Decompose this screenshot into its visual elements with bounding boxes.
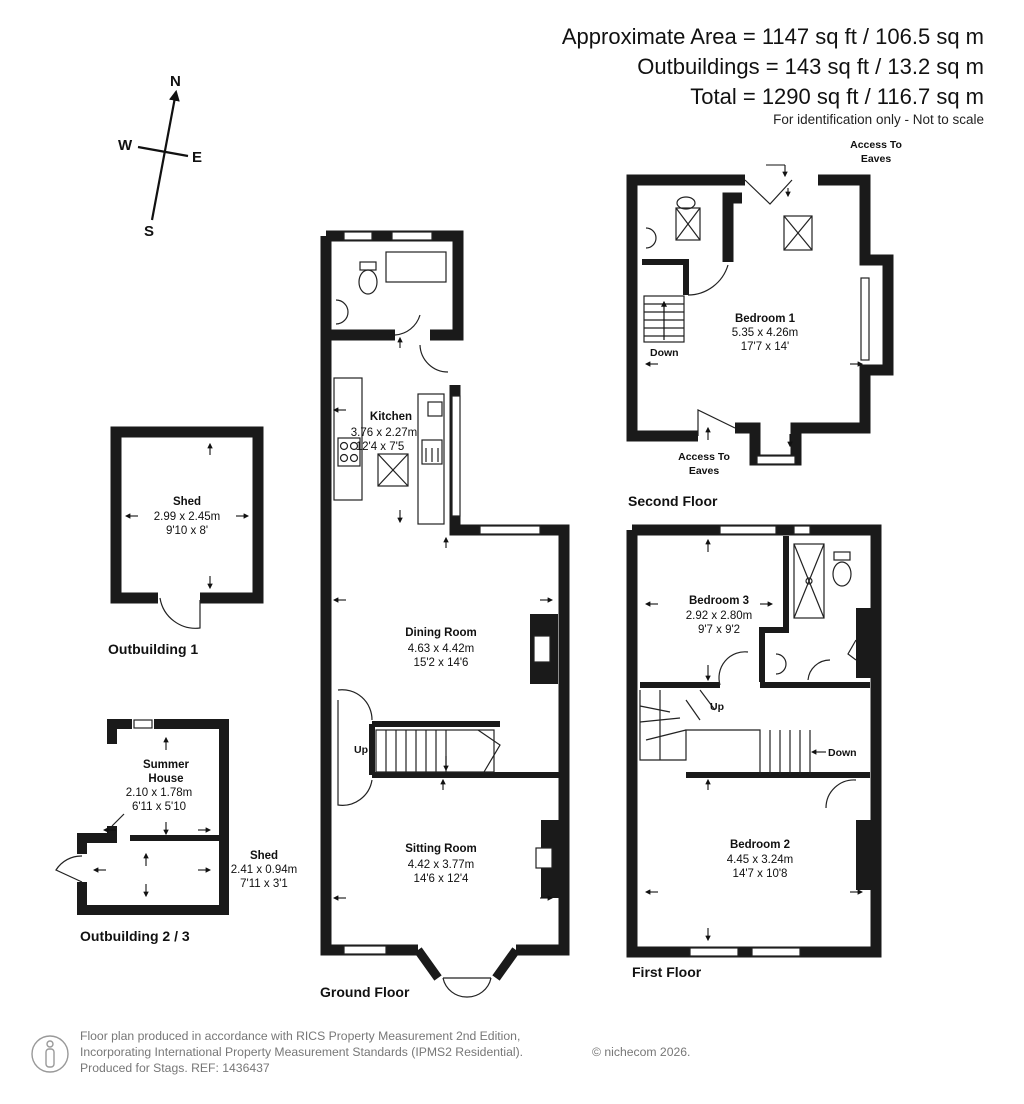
first-floor-details <box>639 525 864 957</box>
second-down-label: Down <box>650 347 679 359</box>
shed1-name: Shed <box>173 496 201 508</box>
approximate-area: Approximate Area = 1147 sq ft / 106.5 sq… <box>561 24 984 49</box>
shed2-imperial: 7'11 x 3'1 <box>240 878 288 890</box>
not-to-scale-note: For identification only - Not to scale <box>773 112 984 127</box>
second-floor-title: Second Floor <box>628 493 718 509</box>
kitchen-metric: 3.76 x 2.27m <box>351 427 417 439</box>
bedroom3-name: Bedroom 3 <box>689 595 749 607</box>
bedroom2-name: Bedroom 2 <box>730 839 790 851</box>
shed1-imperial: 9'10 x 8' <box>166 525 208 537</box>
outbuilding-1-details <box>124 442 250 629</box>
compass-n: N <box>170 73 181 90</box>
summer-imperial: 6'11 x 5'10 <box>132 801 186 813</box>
first-floor-plan <box>626 524 882 958</box>
ground-floor-title: Ground Floor <box>320 984 410 1000</box>
bedroom1-imperial: 17'7 x 14' <box>741 341 790 353</box>
compass-w: W <box>118 137 133 154</box>
room-labels: Kitchen 3.76 x 2.27m 12'4 x 7'5 Dining R… <box>126 313 798 890</box>
outbuilding-23-plan <box>77 719 229 915</box>
kitchen-imperial: 12'4 x 7'5 <box>356 441 405 453</box>
dining-metric: 4.63 x 4.42m <box>408 643 474 655</box>
annotations: Up Down Up Down Access To Eaves Access T… <box>354 139 902 759</box>
second-floor-details <box>643 164 870 465</box>
outbuilding-1-title: Outbuilding 1 <box>108 641 199 657</box>
summer-name-1: Summer <box>143 759 190 771</box>
sitting-imperial: 14'6 x 12'4 <box>414 873 470 885</box>
copyright: © nichecom 2026. <box>592 1045 691 1059</box>
compass-e: E <box>192 149 202 166</box>
footer-line-1: Floor plan produced in accordance with R… <box>80 1029 521 1043</box>
shed2-metric: 2.41 x 0.94m <box>231 864 297 876</box>
ground-floor-details <box>332 231 554 998</box>
ground-up-label: Up <box>354 744 368 756</box>
bedroom2-imperial: 14'7 x 10'8 <box>733 868 788 880</box>
person-scale-icon <box>31 1035 69 1073</box>
kitchen-name: Kitchen <box>370 411 412 423</box>
outbuilding-23-title: Outbuilding 2 / 3 <box>80 928 190 944</box>
eaves-bottom-line2: Eaves <box>689 465 720 477</box>
dining-name: Dining Room <box>405 627 477 639</box>
bedroom1-name: Bedroom 1 <box>735 313 796 325</box>
bedroom3-imperial: 9'7 x 9'2 <box>698 624 740 636</box>
second-floor-plan <box>626 174 894 466</box>
summer-name-2: House <box>148 773 183 785</box>
sitting-metric: 4.42 x 3.77m <box>408 859 474 871</box>
compass-s: S <box>144 223 154 240</box>
total-area: Total = 1290 sq ft / 116.7 sq m <box>690 84 984 109</box>
sitting-name: Sitting Room <box>405 843 477 855</box>
first-up-label: Up <box>710 701 724 713</box>
first-down-label: Down <box>828 747 857 759</box>
first-floor-title: First Floor <box>632 964 702 980</box>
summer-metric: 2.10 x 1.78m <box>126 787 192 799</box>
footer-text: Floor plan produced in accordance with R… <box>80 1028 523 1076</box>
eaves-top-line1: Access To <box>850 139 902 151</box>
shed1-metric: 2.99 x 2.45m <box>154 511 220 523</box>
dining-imperial: 15'2 x 14'6 <box>414 657 469 669</box>
bedroom3-metric: 2.92 x 2.80m <box>686 610 752 622</box>
stair-treads <box>385 730 447 772</box>
outbuilding-1-plan <box>110 426 264 604</box>
compass-icon: N S W E <box>118 73 202 240</box>
bedroom2-metric: 4.45 x 3.24m <box>727 854 793 866</box>
eaves-top-line2: Eaves <box>861 153 892 165</box>
eaves-bottom-line1: Access To <box>678 451 730 463</box>
outbuilding-23-details <box>55 719 212 898</box>
footer-line-3: Produced for Stags. REF: 1436437 <box>80 1061 270 1075</box>
footer-line-2: Incorporating International Property Mea… <box>80 1045 524 1059</box>
shed2-name: Shed <box>250 850 278 862</box>
bedroom1-metric: 5.35 x 4.26m <box>732 327 798 339</box>
outbuildings-area: Outbuildings = 143 sq ft / 13.2 sq m <box>637 54 984 79</box>
